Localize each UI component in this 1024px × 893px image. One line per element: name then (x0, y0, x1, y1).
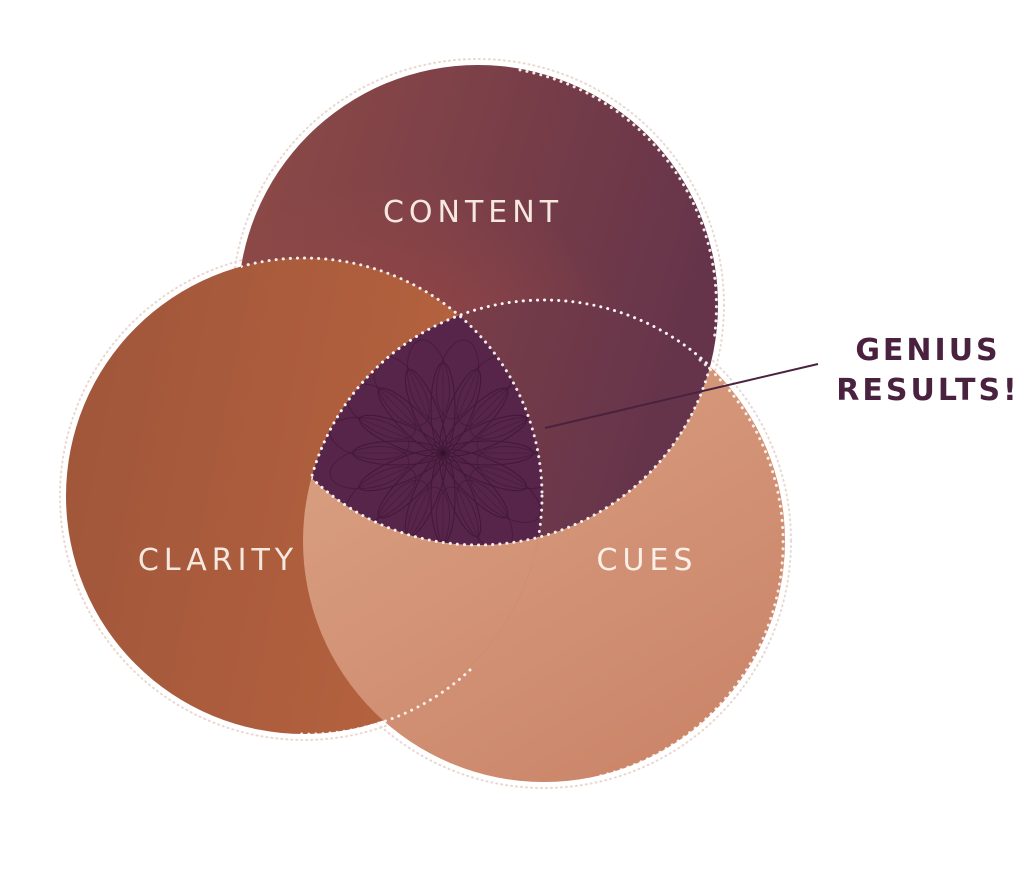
callout-line2: RESULTS! (836, 373, 1019, 408)
content-label: CONTENT (383, 195, 563, 230)
cues-inner-dots (301, 298, 718, 545)
clarity-label: CLARITY (138, 543, 298, 578)
callout-line1: GENIUS (855, 333, 1000, 368)
clarity-edge-dots (298, 668, 472, 736)
cues-label: CUES (597, 543, 698, 578)
content-edge-dots (518, 68, 718, 342)
clarity-inner-dots (238, 256, 544, 545)
callout-line (544, 363, 819, 429)
cues-edge-dots (598, 358, 785, 778)
